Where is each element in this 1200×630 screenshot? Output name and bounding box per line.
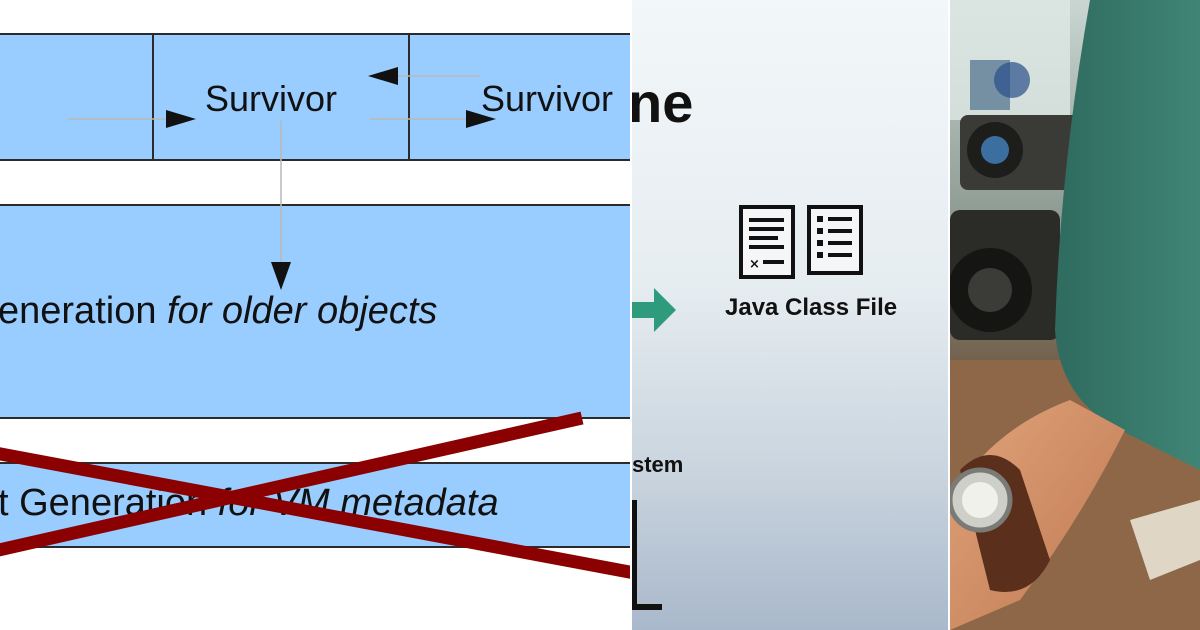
java-class-file-label: Java Class File	[725, 294, 898, 321]
arrow-to-survivor-1	[166, 110, 196, 128]
photo-illustration	[950, 0, 1200, 630]
jvm-memory-diagram: Survivor Survivor eneration for older ob…	[0, 33, 632, 580]
old-generation-label-main: eneration	[0, 290, 157, 332]
survivor-space-box-2	[408, 33, 632, 161]
java-slide-panel: ne × Java Class File stem	[632, 0, 950, 630]
survivor-label-2: Survivor	[481, 78, 614, 119]
diagram-arrows	[68, 67, 496, 290]
eden-space-box	[0, 33, 154, 161]
survivor-label-1: Survivor	[205, 78, 338, 119]
removed-cross-mark	[0, 411, 632, 580]
checklist-icon	[807, 205, 863, 275]
old-generation-box	[0, 204, 632, 419]
old-generation-label-desc: for older objects	[167, 290, 438, 332]
svg-text:×: ×	[749, 257, 760, 272]
arrow-to-survivor-1-back	[368, 67, 398, 85]
system-label-fragment: stem	[632, 452, 684, 477]
arrow-to-survivor-2	[466, 110, 496, 128]
document-icon: ×	[739, 205, 795, 279]
desk-photo	[950, 0, 1200, 630]
arrow-to-old-generation	[271, 262, 291, 290]
bracket-shape	[632, 500, 662, 610]
old-generation-label: eneration for older objects	[0, 290, 437, 333]
slide-title-fragment: ne	[632, 71, 694, 134]
green-arrow-icon	[632, 288, 676, 332]
